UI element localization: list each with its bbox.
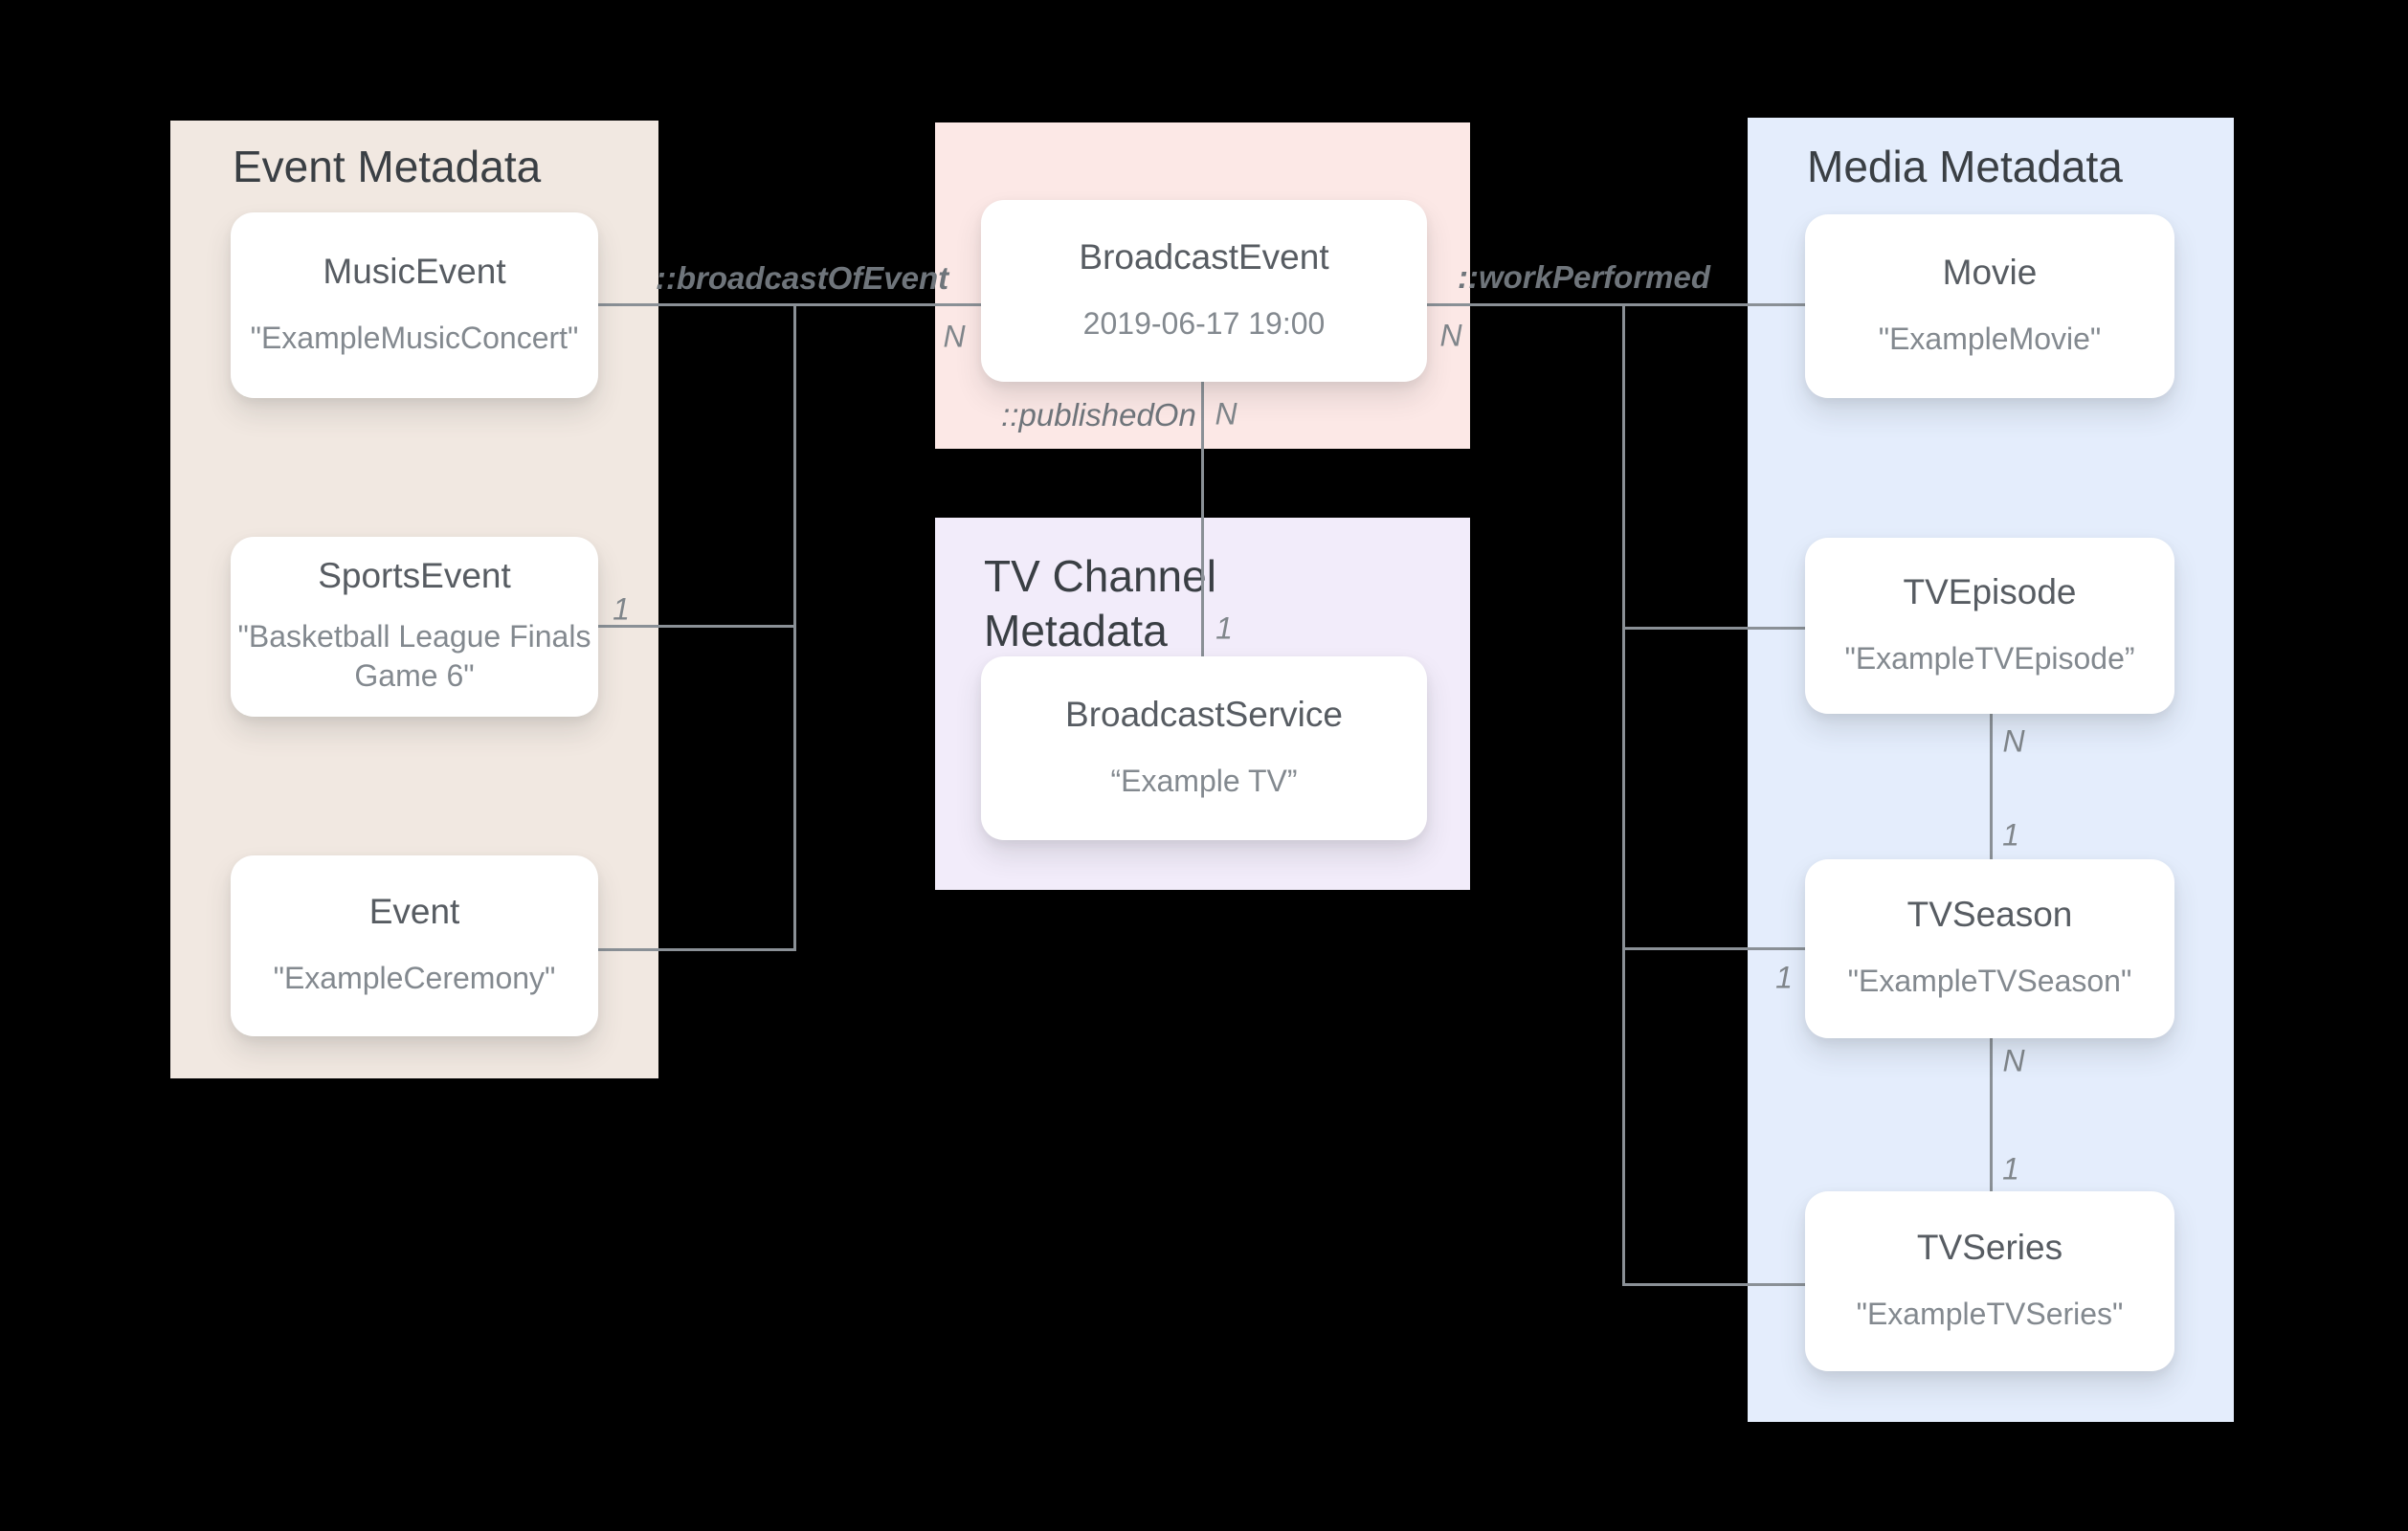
multiplicity-broadcastevent-left-n: N — [943, 319, 966, 354]
multiplicity-episode-season-n: N — [2002, 723, 2025, 759]
edge-tvseason-tvseries — [1990, 1038, 1993, 1191]
multiplicity-publishedon-1: 1 — [1215, 610, 1233, 646]
node-subtitle: "ExampleMusicConcert" — [250, 320, 579, 355]
node-title: MusicEvent — [323, 251, 506, 291]
multiplicity-sportsevent-1: 1 — [613, 591, 630, 627]
multiplicity-episode-season-1: 1 — [2002, 817, 2019, 853]
tv-channel-metadata-title: TV Channel Metadata — [984, 551, 1216, 656]
node-broadcast-event: BroadcastEvent 2019-06-17 19:00 — [981, 200, 1427, 382]
node-broadcast-service: BroadcastService “Example TV” — [981, 656, 1427, 840]
edge-tvepisode-branch — [1624, 627, 1805, 630]
work-performed-label: ::workPerformed — [1457, 259, 1711, 295]
node-subtitle: "ExampleCeremony" — [273, 961, 556, 996]
node-sports-event: SportsEvent "Basketball League Finals Ga… — [231, 537, 598, 717]
media-metadata-title: Media Metadata — [1807, 142, 2123, 191]
node-subtitle: "Basketball League Finals Game 6" — [237, 618, 591, 694]
edge-tvseries-branch — [1624, 1283, 1805, 1286]
multiplicity-season-series-1: 1 — [2002, 1151, 2019, 1187]
node-title: TVEpisode — [1903, 571, 2077, 611]
node-title: Event — [368, 892, 460, 932]
edge-publishedon — [1201, 382, 1204, 657]
node-title: BroadcastService — [1065, 694, 1343, 734]
broadcast-of-event-label: ::broadcastOfEvent — [655, 260, 949, 296]
node-title: BroadcastEvent — [1079, 236, 1329, 277]
edge-sportsevent-branch — [598, 625, 795, 628]
multiplicity-tvseason-left-1: 1 — [1775, 960, 1793, 995]
edge-musicevent-broadcastevent — [598, 303, 981, 306]
node-subtitle: "ExampleTVSeries" — [1856, 1296, 2124, 1331]
node-title: Movie — [1942, 252, 2038, 292]
edge-right-trunk — [1622, 303, 1625, 1286]
published-on-label: ::publishedOn — [1001, 397, 1196, 433]
edge-tvseason-branch — [1624, 947, 1805, 950]
node-title: SportsEvent — [318, 556, 511, 596]
node-title: TVSeries — [1916, 1227, 2063, 1267]
node-subtitle: "ExampleTVSeason" — [1847, 964, 2132, 999]
node-subtitle: “Example TV” — [1110, 763, 1298, 798]
node-subtitle: 2019-06-17 19:00 — [1082, 305, 1326, 341]
node-music-event: MusicEvent "ExampleMusicConcert" — [231, 212, 598, 398]
multiplicity-broadcastevent-right-n: N — [1439, 318, 1462, 353]
node-title: TVSeason — [1906, 895, 2073, 935]
edge-event-branch — [598, 948, 795, 951]
node-tv-series: TVSeries "ExampleTVSeries" — [1805, 1191, 2174, 1371]
edge-broadcastevent-movie — [1427, 303, 1805, 306]
edge-tvepisode-tvseason — [1990, 714, 1993, 859]
node-subtitle: "ExampleTVEpisode” — [1844, 640, 2135, 676]
node-event: Event "ExampleCeremony" — [231, 855, 598, 1036]
node-movie: Movie "ExampleMovie" — [1805, 214, 2174, 398]
node-tv-season: TVSeason "ExampleTVSeason" — [1805, 859, 2174, 1038]
event-metadata-title: Event Metadata — [233, 142, 542, 191]
multiplicity-season-series-n: N — [2002, 1043, 2025, 1078]
node-subtitle: "ExampleMovie" — [1878, 321, 2102, 356]
node-tv-episode: TVEpisode "ExampleTVEpisode” — [1805, 538, 2174, 714]
multiplicity-publishedon-n: N — [1215, 396, 1237, 432]
